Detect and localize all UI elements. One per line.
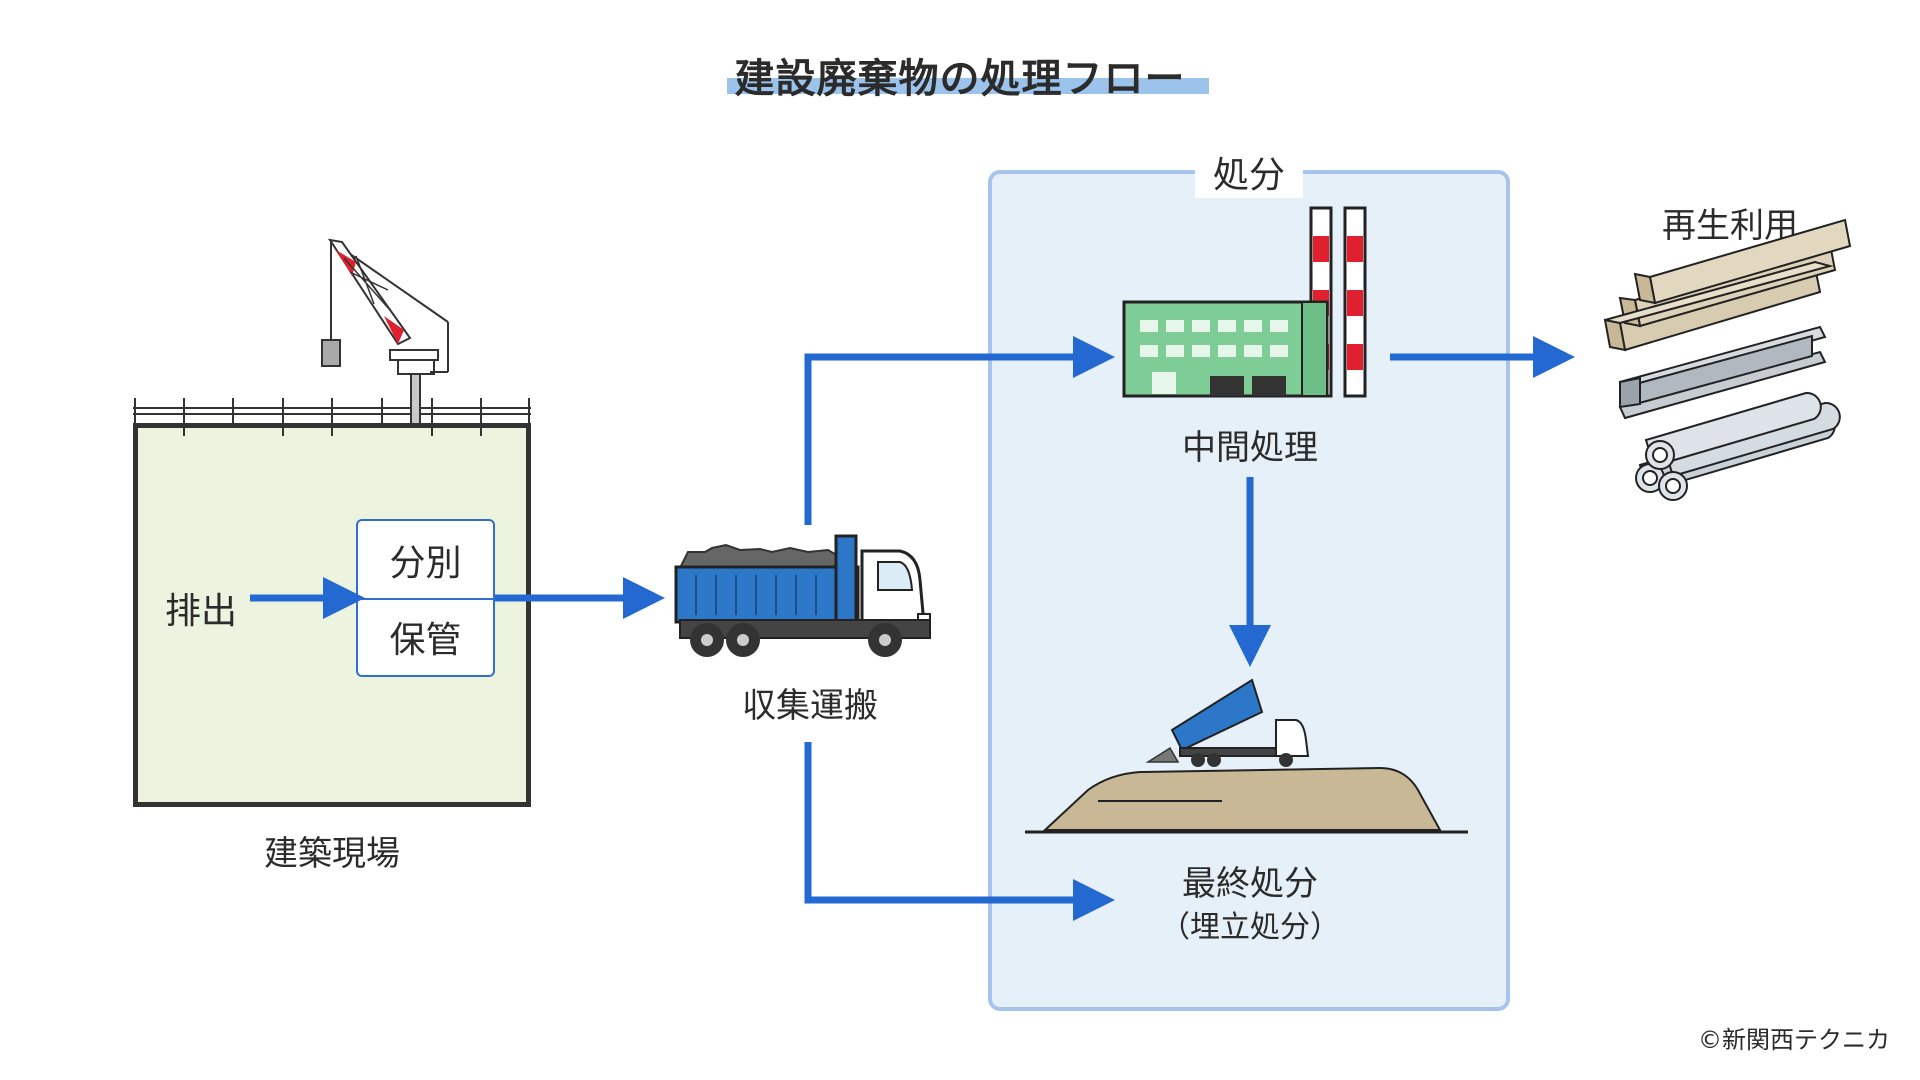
pipes-icon xyxy=(1635,391,1841,501)
copyright: ©新関西テクニカ xyxy=(1698,1026,1890,1054)
steel-beam-icon xyxy=(1618,325,1827,420)
crane-icon xyxy=(321,238,449,425)
dump-truck-icon xyxy=(674,534,931,657)
final-sublabel: （埋立処分） xyxy=(1160,910,1340,945)
flow-arrows xyxy=(250,336,1575,921)
title-underline xyxy=(727,78,1209,94)
fence xyxy=(133,398,531,436)
transport-label: 収集運搬 xyxy=(742,686,878,726)
store-label: 保管 xyxy=(389,619,462,661)
arrow-transport-to-intermediate xyxy=(804,336,1115,525)
lumber-icon xyxy=(1603,218,1852,352)
page-title: 建設廃棄物の処理フロー xyxy=(734,56,1186,102)
landfill-truck-icon xyxy=(1025,678,1468,834)
final-label: 最終処分 xyxy=(1182,864,1318,904)
emit-label: 排出 xyxy=(165,591,238,632)
sort-store-divider xyxy=(358,598,493,600)
arrow-transport-to-final xyxy=(804,742,1115,921)
intermediate-label: 中間処理 xyxy=(1182,428,1318,468)
sort-label: 分別 xyxy=(389,542,462,584)
site-label: 建築現場 xyxy=(264,834,400,874)
factory-icon xyxy=(1122,206,1367,398)
disposal-label: 処分 xyxy=(1195,146,1303,198)
